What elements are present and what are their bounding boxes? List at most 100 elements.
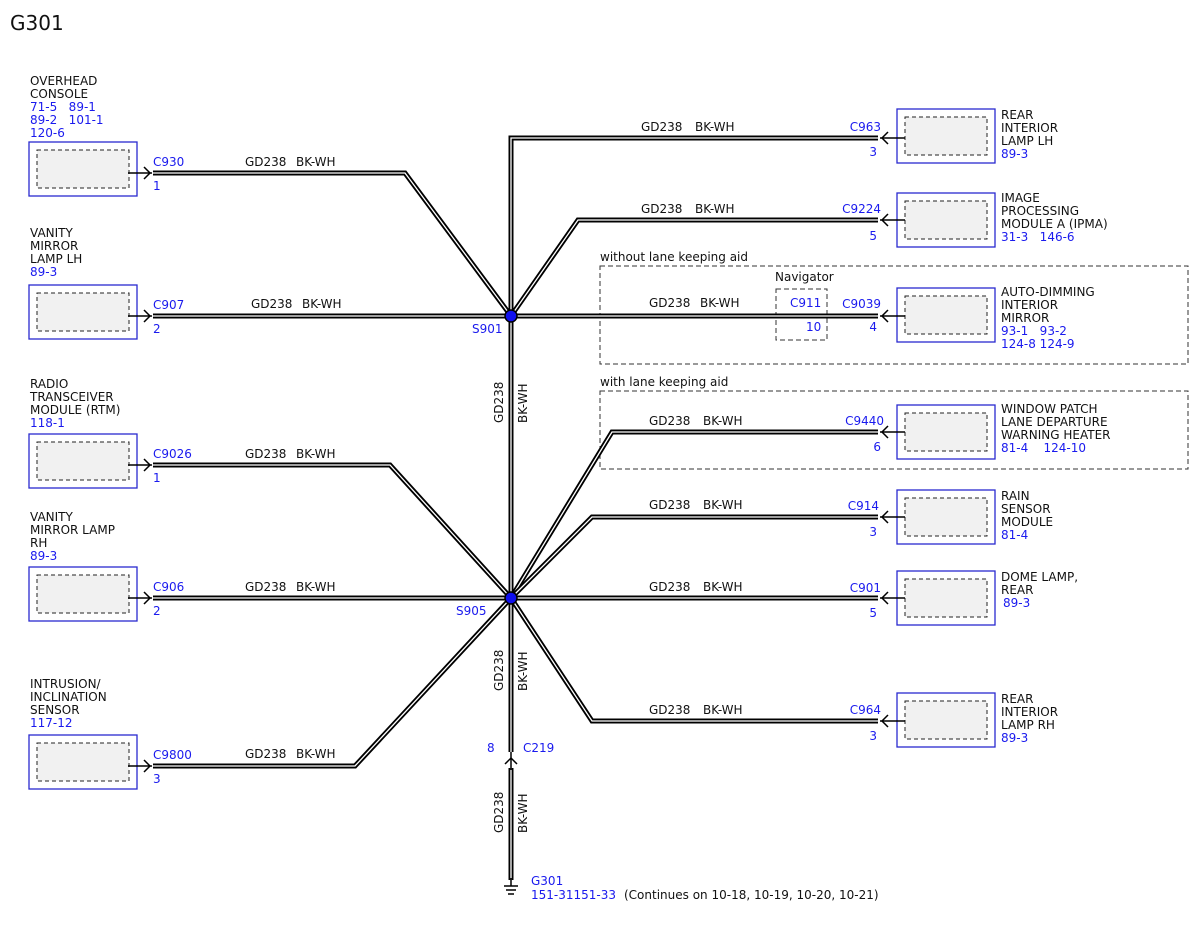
splice-dot-icon[interactable] — [504, 591, 518, 605]
inline-connector-c911[interactable]: C911 10 — [790, 296, 821, 334]
module-name-line: INTERIOR — [1001, 705, 1058, 719]
right-module-ipma[interactable]: IMAGE PROCESSING MODULE A (IPMA) 31-3 14… — [842, 191, 1108, 248]
splice-s905[interactable]: S905 — [456, 591, 518, 618]
module-ref[interactable]: 117-12 — [30, 716, 73, 730]
module-name-line: SENSOR — [1001, 502, 1051, 516]
module-name-line: AUTO-DIMMING — [1001, 285, 1095, 299]
connector-arrow-icon — [128, 458, 152, 472]
module-ref[interactable]: 89-3 — [30, 549, 57, 563]
ground-label[interactable]: G301 — [531, 874, 563, 888]
connector-label[interactable]: C930 — [153, 155, 184, 169]
module-ref[interactable]: 81-4 124-10 — [1001, 441, 1086, 455]
module-name-line: DOME LAMP, — [1001, 570, 1078, 584]
right-module-window-patch[interactable]: WINDOW PATCH LANE DEPARTURE WARNING HEAT… — [845, 402, 1111, 460]
pin-number: 4 — [869, 320, 877, 334]
pin-number: 2 — [153, 604, 161, 618]
wire-color-label: BK-WH — [296, 155, 336, 169]
left-module-overhead[interactable]: OVERHEAD CONSOLE 71-5 89-1 89-2 101-1 12… — [28, 74, 184, 197]
module-ref[interactable]: 120-6 — [30, 126, 65, 140]
wire-color-label: BK-WH — [700, 296, 740, 310]
module-inner — [36, 574, 130, 614]
splice-label[interactable]: S905 — [456, 604, 487, 618]
wire-color-label-vertical: BK-WH — [516, 651, 530, 691]
ground-ref[interactable]: 151-31151-33 — [531, 888, 616, 902]
left-module-intrusion[interactable]: INTRUSION/ INCLINATION SENSOR 117-12 C98… — [28, 677, 192, 790]
connector-label[interactable]: C9039 — [842, 297, 881, 311]
right-module-dome[interactable]: DOME LAMP, REAR 89-3 C901 5 — [850, 570, 1078, 626]
connector-label[interactable]: C901 — [850, 581, 881, 595]
right-module-auto-dim[interactable]: AUTO-DIMMING INTERIOR MIRROR 93-1 93-2 1… — [842, 285, 1095, 351]
wire-circuit-label-vertical: GD238 — [492, 382, 506, 423]
module-name-line: VANITY — [30, 226, 73, 240]
module-ref[interactable]: 93-1 93-2 — [1001, 324, 1067, 338]
connector-label[interactable]: C9224 — [842, 202, 881, 216]
pin-number: 6 — [873, 440, 881, 454]
pin-number: 3 — [869, 729, 877, 743]
module-name-line: SENSOR — [30, 703, 80, 717]
wire-c930 — [153, 170, 514, 318]
wire-color-label: BK-WH — [695, 202, 735, 216]
module-ref[interactable]: 118-1 — [30, 416, 65, 430]
connector-label[interactable]: C906 — [153, 580, 184, 594]
right-module-rear-lamp-lh[interactable]: REAR INTERIOR LAMP LH 89-3 C963 3 — [850, 108, 1058, 164]
module-ref[interactable]: 81-4 — [1001, 528, 1028, 542]
left-module-vanity-lh[interactable]: VANITY MIRROR LAMP LH 89-3 C907 2 — [28, 226, 184, 340]
wire-circuit-label-vertical: GD238 — [492, 650, 506, 691]
connector-arrow-icon — [880, 714, 905, 728]
ground-continues-note: (Continues on 10-18, 10-19, 10-20, 10-21… — [624, 888, 879, 902]
module-name-line: INTRUSION/ — [30, 677, 102, 691]
pin-number: 3 — [153, 772, 161, 786]
module-name-line: PROCESSING — [1001, 204, 1079, 218]
splice-label[interactable]: S901 — [472, 322, 503, 336]
module-name-line: LAMP RH — [1001, 718, 1055, 732]
connector-label[interactable]: C9440 — [845, 414, 884, 428]
module-ref[interactable]: 89-3 — [1001, 147, 1028, 161]
module-ref[interactable]: 89-3 — [1003, 596, 1030, 610]
ground-g301[interactable]: G301 151-31151-33 (Continues on 10-18, 1… — [504, 874, 879, 902]
inline-connector-c219[interactable]: C219 8 — [487, 741, 554, 770]
module-name-line: INCLINATION — [30, 690, 107, 704]
module-name-line: MODULE — [1001, 515, 1053, 529]
right-module-rain[interactable]: RAIN SENSOR MODULE 81-4 C914 3 — [848, 489, 1053, 545]
left-module-rtm[interactable]: RADIO TRANSCEIVER MODULE (RTM) 118-1 C90… — [28, 377, 192, 489]
wire-color-label: BK-WH — [296, 747, 336, 761]
module-inner — [904, 497, 988, 537]
module-ref[interactable]: 89-2 101-1 — [30, 113, 104, 127]
module-name-line: REAR — [1001, 108, 1033, 122]
right-module-rear-lamp-rh[interactable]: REAR INTERIOR LAMP RH 89-3 C964 3 — [850, 692, 1058, 748]
connector-label[interactable]: C9026 — [153, 447, 192, 461]
module-ref[interactable]: 31-3 146-6 — [1001, 230, 1075, 244]
connector-label[interactable]: C9800 — [153, 748, 192, 762]
module-inner — [36, 742, 130, 782]
splice-dot-icon[interactable] — [504, 309, 518, 323]
module-ref[interactable]: 71-5 89-1 — [30, 100, 96, 114]
connector-label[interactable]: C964 — [850, 703, 881, 717]
wire-color-label: BK-WH — [296, 580, 336, 594]
connector-label[interactable]: C914 — [848, 499, 879, 513]
connector-arrow-icon — [128, 166, 152, 180]
module-ref[interactable]: 89-3 — [30, 265, 57, 279]
connector-label[interactable]: C219 — [523, 741, 554, 755]
module-name-line: RH — [30, 536, 47, 550]
module-ref[interactable]: 124-8 124-9 — [1001, 337, 1075, 351]
wire-circuit-label: GD238 — [649, 296, 690, 310]
without-lka-label: without lane keeping aid — [600, 250, 748, 264]
wires — [153, 135, 878, 880]
module-name-line: IMAGE — [1001, 191, 1040, 205]
module-name-line: REAR — [1001, 692, 1033, 706]
module-name-line: REAR — [1001, 583, 1033, 597]
module-ref[interactable]: 89-3 — [1001, 731, 1028, 745]
connector-label[interactable]: C911 — [790, 296, 821, 310]
module-inner — [36, 149, 130, 189]
wire-c964 — [508, 596, 878, 724]
connector-label[interactable]: C907 — [153, 298, 184, 312]
wire-color-label-vertical: BK-WH — [516, 383, 530, 423]
with-lka-label: with lane keeping aid — [600, 375, 728, 389]
connector-arrow-icon — [880, 131, 905, 145]
splice-s901[interactable]: S901 — [472, 309, 518, 336]
left-module-vanity-rh[interactable]: VANITY MIRROR LAMP RH 89-3 C906 2 — [28, 510, 184, 622]
connector-label[interactable]: C963 — [850, 120, 881, 134]
wire-circuit-label: GD238 — [245, 155, 286, 169]
connector-arrow-icon — [880, 591, 905, 605]
